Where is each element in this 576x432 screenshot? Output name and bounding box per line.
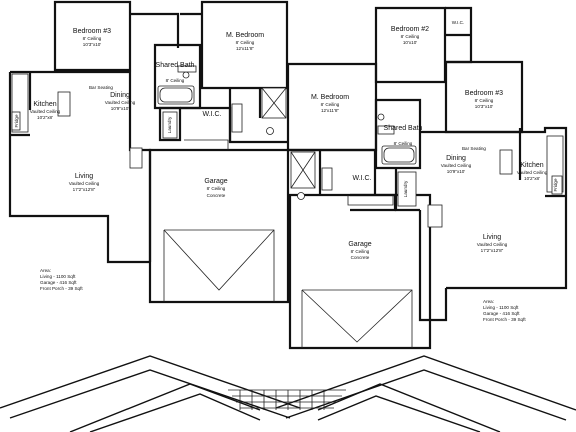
room-ceiling: 8' Ceiling: [351, 249, 370, 254]
room-name: W.I.C.: [202, 111, 221, 118]
room-ceiling: 8' Ceiling: [475, 98, 494, 103]
room-name: Garage: [348, 241, 371, 248]
room-m-bedroom-right: M. Bedroom 8' Ceiling 12'x11'8": [311, 94, 349, 113]
room-size: 17'2"x12'8": [73, 187, 96, 192]
room-name: Bedroom #2: [391, 26, 429, 33]
room-ceiling: Vaulted Ceiling: [517, 170, 548, 175]
room-living-right: Living Vaulted Ceiling 17'2"x12'8": [477, 234, 508, 253]
room-name: Bar Seating: [462, 146, 486, 151]
room-dining-right: Dining Vaulted Ceiling 10'9"x10': [441, 155, 472, 174]
room-shared-bath-left: Shared Bath 8' Ceiling: [156, 62, 195, 83]
area-living: Living - 1100 Sqft: [40, 274, 76, 279]
room-ceiling: Vaulted Ceiling: [105, 100, 136, 105]
area-garage: Garage - 416 Sqft: [483, 311, 520, 316]
room-name: Bedroom #3: [465, 90, 503, 97]
room-bedroom3-left: Bedroom #3 8' Ceiling 10'3"x10': [73, 28, 111, 47]
room-name: M. Bedroom: [311, 94, 349, 101]
left-unit-walls: [8, 0, 290, 304]
room-size: 17'2"x12'8": [481, 248, 504, 253]
area-summary-left: Area: Living - 1100 Sqft Garage - 416 Sq…: [40, 268, 83, 291]
room-name: W.I.C.: [452, 20, 465, 25]
room-bedroom3-right: Bedroom #3 8' Ceiling 10'3"x10': [465, 90, 503, 109]
room-ceiling: 8' Ceiling: [83, 36, 102, 41]
room-name: Living: [483, 234, 501, 241]
room-name: Fridge: [553, 178, 558, 191]
room-m-bedroom-left: M. Bedroom 8' Ceiling 12'x11'8": [226, 32, 264, 51]
room-name: Kitchen: [520, 162, 543, 169]
room-laundry-left: Laundry: [167, 116, 172, 133]
room-ceiling: 8' Ceiling: [236, 40, 255, 45]
room-wic-right: W.I.C.: [352, 175, 371, 182]
room-name: Dining: [110, 92, 130, 99]
room-ceiling: 8' Ceiling: [321, 102, 340, 107]
room-fridge-left: Fridge: [14, 114, 19, 127]
room-size: 12'x11'8": [236, 46, 254, 51]
area-living: Living - 1100 Sqft: [483, 305, 519, 310]
room-size: 10'3"x10': [475, 104, 494, 109]
room-living-left: Living Vaulted Ceiling 17'2"x12'8": [69, 173, 100, 192]
area-porch: Front Porch - 39 Sqft: [483, 317, 526, 322]
room-name: Shared Bath: [156, 62, 195, 69]
room-shared-bath-right: Shared Bath 8' Ceiling: [384, 125, 423, 146]
room-ceiling: 8' Ceiling: [401, 34, 420, 39]
room-material: Concrete: [207, 193, 226, 198]
room-bar-seating-right: Bar Seating: [462, 146, 486, 151]
room-wic-right-top: W.I.C.: [452, 20, 465, 25]
room-ceiling: Vaulted Ceiling: [69, 181, 100, 186]
room-bedroom2-right: Bedroom #2 8' Ceiling 10'x10': [391, 26, 429, 45]
room-ceiling: 8' Ceiling: [207, 186, 226, 191]
room-wic-left: W.I.C.: [202, 111, 221, 118]
room-ceiling: 8' Ceiling: [166, 78, 185, 83]
room-bar-seating-left: Bar Seating: [89, 85, 113, 90]
room-size: 10'2"x8': [37, 115, 53, 120]
room-name: Garage: [204, 178, 227, 185]
room-name: Bar Seating: [89, 85, 113, 90]
room-name: Laundry: [167, 116, 172, 133]
room-kitchen-left: Kitchen Vaulted Ceiling 10'2"x8': [30, 101, 61, 120]
room-name: Dining: [446, 155, 466, 162]
room-name: Fridge: [14, 114, 19, 127]
room-ceiling: Vaulted Ceiling: [441, 163, 472, 168]
room-size: 10'9"x10': [447, 169, 466, 174]
room-ceiling: Vaulted Ceiling: [30, 109, 61, 114]
room-size: 10'9"x10': [111, 106, 130, 111]
room-name: Living: [75, 173, 93, 180]
room-name: Kitchen: [33, 101, 56, 108]
room-size: 10'x10': [403, 40, 417, 45]
room-fridge-right: Fridge: [553, 178, 558, 191]
room-name: Laundry: [403, 180, 408, 197]
room-garage-right: Garage 8' Ceiling Concrete: [348, 241, 371, 260]
room-dining-left: Dining Vaulted Ceiling 10'9"x10': [105, 92, 136, 111]
room-material: Concrete: [351, 255, 370, 260]
room-name: Shared Bath: [384, 125, 423, 132]
right-unit-walls: [286, 6, 568, 350]
room-size: 10'2"x8': [524, 176, 540, 181]
room-ceiling: 8' Ceiling: [394, 141, 413, 146]
room-name: Bedroom #3: [73, 28, 111, 35]
room-kitchen-right: Kitchen Vaulted Ceiling 10'2"x8': [517, 162, 548, 181]
area-porch: Front Porch - 39 Sqft: [40, 286, 83, 291]
area-heading: Area:: [483, 299, 494, 304]
room-ceiling: Vaulted Ceiling: [477, 242, 508, 247]
area-garage: Garage - 416 Sqft: [40, 280, 77, 285]
room-name: W.I.C.: [352, 175, 371, 182]
fixtures: [11, 65, 564, 228]
roof-elevation: [0, 355, 576, 432]
room-size: 12'x11'8": [321, 108, 339, 113]
room-size: 10'3"x10': [83, 42, 102, 47]
room-garage-left: Garage 8' Ceiling Concrete: [204, 178, 227, 198]
room-name: M. Bedroom: [226, 32, 264, 39]
area-summary-right: Area: Living - 1100 Sqft Garage - 416 Sq…: [483, 299, 526, 322]
room-laundry-right: Laundry: [403, 180, 408, 197]
area-heading: Area:: [40, 268, 51, 273]
